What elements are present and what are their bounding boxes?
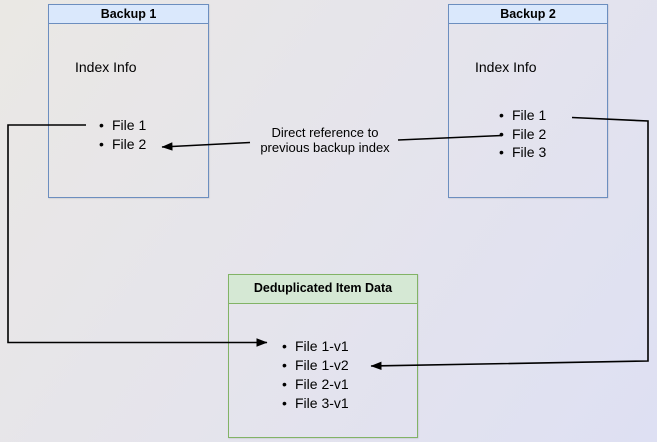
file-label: File 2-v1 <box>295 376 349 392</box>
file-label: File 1-v1 <box>295 338 349 354</box>
bullet-icon: • <box>499 125 504 142</box>
backup1-box: Backup 1 Index Info • File 1 • File 2 <box>48 4 209 198</box>
bullet-icon: • <box>499 107 504 123</box>
bullet-icon: • <box>282 357 287 373</box>
backup2-box: Backup 2 Index Info • File 1 • File 2 • … <box>448 4 608 198</box>
backup1-title: Backup 1 <box>49 5 208 24</box>
list-item: • File 1-v1 <box>282 337 349 356</box>
file-label: File 1 <box>112 117 147 133</box>
edge-label-line1: Direct reference to <box>271 125 379 140</box>
bullet-icon: • <box>282 376 287 392</box>
edge-label-line2: previous backup index <box>260 139 390 155</box>
backup2-title: Backup 2 <box>449 5 607 24</box>
bullet-icon: • <box>282 395 287 411</box>
backup2-index-info-label: Index Info <box>475 59 537 75</box>
bullet-icon: • <box>99 135 104 152</box>
backup1-index-info-label: Index Info <box>75 59 137 75</box>
backup1-file-list: • File 1 • File 2 <box>99 116 146 153</box>
file-label: File 3 <box>512 144 547 160</box>
bullet-icon: • <box>282 338 287 354</box>
list-item: • File 3 <box>499 143 546 162</box>
backup2-file-list: • File 1 • File 2 • File 3 <box>499 106 546 162</box>
file-label: File 2 <box>112 135 147 152</box>
list-item: • File 2 <box>499 125 546 144</box>
file-label: File 1-v2 <box>295 357 349 373</box>
list-item: • File 1-v2 <box>282 356 349 375</box>
bullet-icon: • <box>99 117 104 133</box>
file-label: File 3-v1 <box>295 395 349 411</box>
list-item: • File 2-v1 <box>282 375 349 394</box>
bullet-icon: • <box>499 144 504 160</box>
list-item: • File 1 <box>499 106 546 125</box>
list-item: • File 1 <box>99 116 146 135</box>
file-label: File 1 <box>512 107 547 123</box>
file-label: File 2 <box>512 125 547 142</box>
edge-label-direct-reference: Direct reference to previous backup inde… <box>245 125 405 155</box>
list-item: • File 3-v1 <box>282 394 349 413</box>
dedup-title: Deduplicated Item Data <box>229 275 417 304</box>
list-item: • File 2 <box>99 135 146 154</box>
dedup-file-list: • File 1-v1 • File 1-v2 • File 2-v1 • Fi… <box>282 337 349 413</box>
dedup-box: Deduplicated Item Data • File 1-v1 • Fil… <box>228 274 418 438</box>
